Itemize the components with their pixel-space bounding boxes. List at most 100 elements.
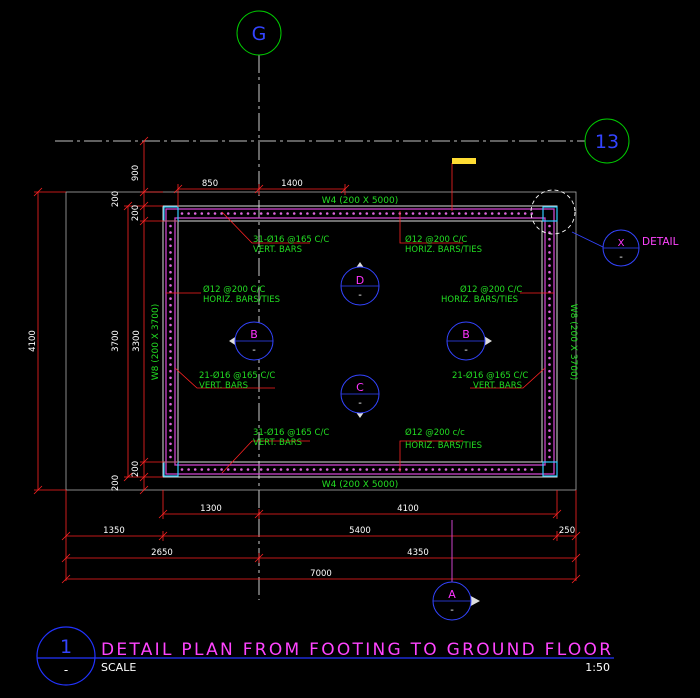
note-2b: HORIZ. BARS/TIES [405, 245, 482, 255]
rebar-dot [292, 212, 296, 215]
section-marker-a[interactable]: A - [432, 520, 480, 621]
rebar-dot [169, 251, 172, 254]
rebar-dot [548, 317, 551, 320]
note-1a: 31-Ø16 @165 C/C [253, 234, 329, 245]
rebar-dot [332, 468, 336, 471]
dim-left-200a: 200 [111, 191, 121, 207]
grid-bubble-g[interactable]: G [236, 10, 282, 56]
rebar-dot [220, 468, 223, 471]
rebar-dot [548, 251, 551, 254]
rebar-dot [471, 468, 474, 471]
note-5b: VERT. BARS [199, 381, 248, 391]
wall-label-top: W4 (200 X 5000) [322, 196, 398, 206]
rebar-dot [548, 356, 551, 360]
rebar-dot [444, 212, 448, 215]
rebar-dot [365, 212, 369, 215]
rebar-dot [169, 231, 172, 234]
rebar-dot [259, 212, 263, 215]
section-marker-d[interactable]: D - [340, 262, 380, 306]
section-letter-d: D [356, 274, 364, 287]
rebar-dot [273, 468, 276, 471]
rebar-dot [391, 468, 395, 471]
rebar-dot [200, 468, 204, 471]
section-marker-c[interactable]: C - [340, 374, 380, 418]
rebar-dot [169, 297, 172, 300]
note-6a: 21-Ø16 @165 C/C [452, 370, 528, 381]
section-marker-b-left[interactable]: B - [229, 321, 274, 361]
rebar-dot [490, 212, 494, 215]
dimension-lines [33, 136, 581, 584]
rebar-dot [457, 468, 461, 471]
note-7b: VERT. BARS [253, 438, 302, 448]
rebar-dot [226, 212, 230, 215]
title-sub: - [64, 663, 68, 677]
dim-left-200b: 200 [131, 205, 141, 221]
rebar-dot [484, 212, 487, 215]
rebar-dot [484, 468, 487, 471]
rebar-dot [193, 212, 197, 215]
rebar-dot [169, 224, 172, 228]
rebar-dot [365, 468, 369, 471]
rebar-dot [169, 343, 172, 347]
rebar-dot [169, 369, 172, 373]
rebar-dot [169, 303, 172, 307]
rebar-dot [548, 323, 551, 327]
dim-left-3700: 3700 [111, 330, 121, 352]
rebar-dot [220, 212, 223, 215]
rebar-dot [259, 468, 263, 471]
rebar-dot [548, 429, 551, 432]
rebar-dot [332, 212, 336, 215]
rebar-dot [233, 212, 237, 215]
rebar-dot [169, 323, 172, 327]
dim-top-850: 850 [202, 179, 218, 189]
rebar-dot [187, 468, 190, 471]
rebar-dot [548, 303, 551, 307]
title-number: 1 [60, 636, 72, 658]
rebar-dot [411, 212, 415, 215]
rebar-dot [548, 237, 551, 241]
rebar-dot [169, 429, 172, 432]
rebar-dot [391, 212, 395, 215]
rebar-dot [246, 212, 250, 215]
section-sub-b-left: - [252, 345, 256, 356]
level-marker [452, 158, 476, 164]
rebar-dot [548, 277, 551, 281]
detail-callout-x[interactable]: X - DETAIL [530, 189, 679, 267]
wall-outline [162, 205, 558, 478]
rebar-dot [319, 212, 322, 215]
grid-bubble-13[interactable]: 13 [584, 118, 630, 164]
rebar-dots [169, 212, 551, 471]
rebar-dot [451, 212, 454, 215]
dim-left-4100: 4100 [28, 330, 38, 352]
rebar-dot [325, 212, 329, 215]
rebar-dot [169, 389, 172, 393]
note-7a: 31-Ø16 @165 C/C [253, 427, 329, 438]
rebar-dot [286, 468, 289, 471]
rebar-dot [319, 468, 322, 471]
rebar-dot [325, 468, 329, 471]
rebar-dot [169, 310, 172, 314]
rebar-dot [169, 264, 172, 267]
rebar-dot [312, 212, 316, 215]
rebar-dot [207, 212, 210, 215]
section-marker-b-right[interactable]: B - [446, 321, 492, 361]
rebar-dot [345, 212, 349, 215]
rebar-dot [358, 468, 362, 471]
rebar-dot [169, 376, 172, 380]
section-letter-a: A [448, 588, 456, 601]
rebar-dot [510, 212, 514, 215]
rebar-dot [299, 468, 303, 471]
rebar-dot [169, 409, 172, 413]
note-3a: Ø12 @200 C/C [203, 284, 265, 295]
scale-label: SCALE [101, 661, 136, 674]
dim-bot-250: 250 [559, 526, 575, 536]
detail-sub-x: - [619, 252, 623, 263]
rebar-dot [213, 468, 217, 471]
note-3b: HORIZ. BARS/TIES [203, 295, 280, 305]
rebar-dot [226, 468, 230, 471]
section-sub-d: - [358, 290, 362, 301]
rebar-dot [411, 468, 415, 471]
rebar-dot [266, 468, 270, 471]
rebar-dot [424, 212, 428, 215]
rebar-dot [451, 468, 454, 471]
